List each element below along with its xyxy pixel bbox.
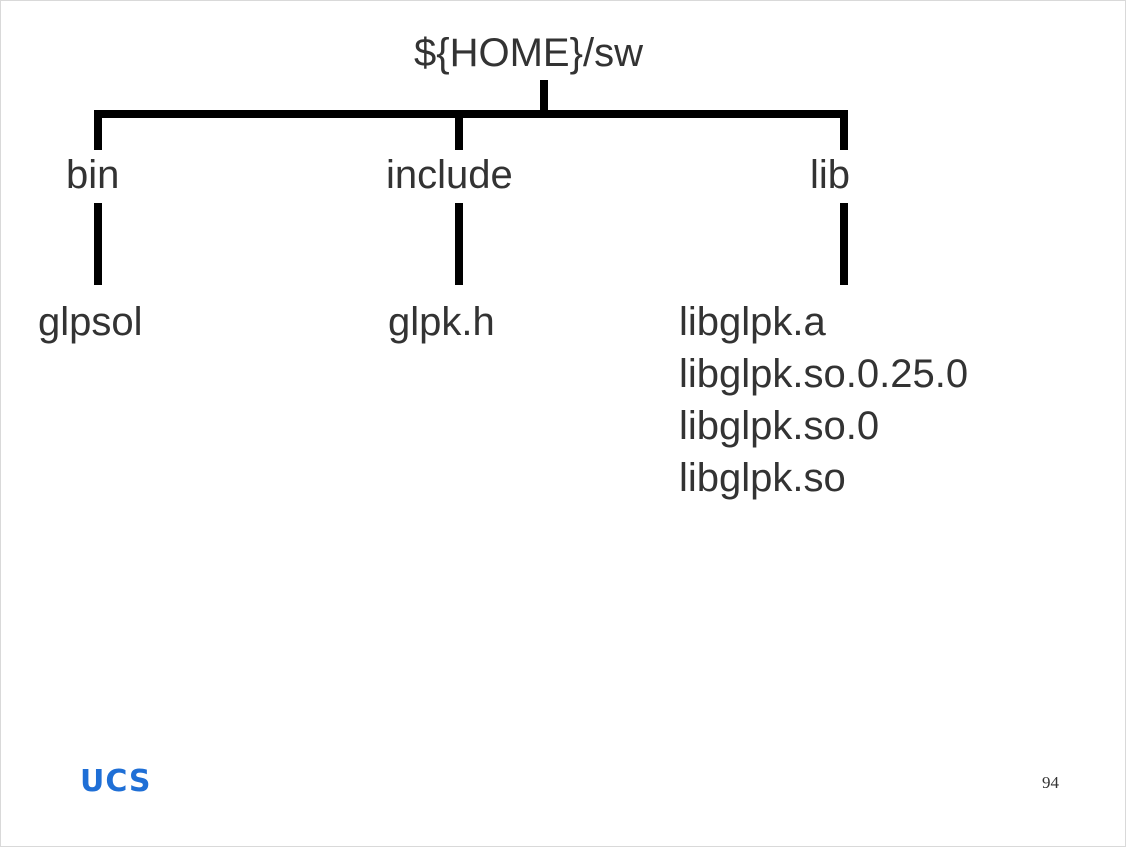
horizontal-branch-line	[94, 110, 848, 118]
bin-to-files-line	[94, 203, 102, 285]
directory-label-lib: lib	[810, 153, 851, 197]
file-libglpk-so: libglpk.so	[679, 456, 846, 500]
file-libglpk-so-0: libglpk.so.0	[679, 404, 880, 448]
file-libglpk-a: libglpk.a	[679, 300, 826, 344]
lib-branch-line	[840, 110, 848, 150]
bin-file-list: glpsol	[38, 296, 143, 348]
include-branch-line	[455, 110, 463, 150]
slide-number: 94	[1042, 773, 1059, 792]
lib-to-files-line	[840, 203, 848, 285]
file-glpsol: glpsol	[38, 300, 143, 344]
file-libglpk-so-0-25-0: libglpk.so.0.25.0	[679, 352, 969, 396]
file-glpk-h: glpk.h	[388, 300, 495, 344]
bin-branch-line	[94, 110, 102, 150]
include-to-files-line	[455, 203, 463, 285]
root-directory-label: ${HOME}/sw	[414, 31, 643, 75]
directory-label-bin: bin	[66, 153, 120, 197]
lib-file-list: libglpk.a libglpk.so.0.25.0 libglpk.so.0…	[679, 296, 968, 504]
directory-label-include: include	[386, 153, 513, 197]
root-stem-line	[540, 80, 548, 114]
include-file-list: glpk.h	[388, 296, 495, 348]
ucs-logo: UCS	[80, 764, 152, 799]
